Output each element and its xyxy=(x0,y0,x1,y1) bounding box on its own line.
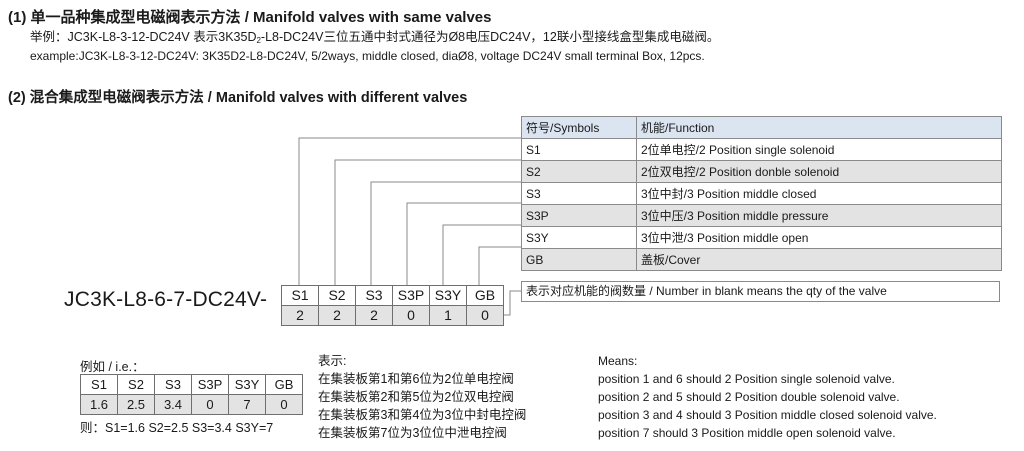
symbol-cell-s3: S3 xyxy=(521,182,637,205)
header-symbols: 符号/Symbols xyxy=(521,116,637,139)
code-symbol-1: S2 xyxy=(318,285,356,306)
code-value-3: 0 xyxy=(392,305,430,326)
connector-gb xyxy=(478,246,521,285)
example-value-row: 1.6 2.5 3.4 0 7 0 xyxy=(80,394,303,415)
section-2-number: (2) xyxy=(8,90,26,106)
model-code-prefix: JC3K-L8-6-7-DC24V- xyxy=(64,288,268,311)
section-1-title-cn: 单一品种集成型电磁阀表示方法 xyxy=(30,9,241,26)
en-column-line-4: position 7 should 3 Position middle open… xyxy=(598,426,896,440)
english-explanation-column: Means: position 1 and 6 should 2 Positio… xyxy=(598,352,937,442)
example-cn-subscript: 2 xyxy=(256,36,261,45)
example-table: S1 S2 S3 S3P S3Y GB 1.6 2.5 3.4 0 7 0 xyxy=(80,374,303,415)
table-row: S3P 3位中压/3 Position middle pressure xyxy=(521,204,1002,227)
cn-column-line-4: 在集装板第7位为3位位中泄电控阀 xyxy=(318,426,507,440)
table-row: S1 2位单电控/2 Position single solenoid xyxy=(521,138,1002,161)
code-symbol-2: S3 xyxy=(355,285,393,306)
section-1-title: (1) 单一品种集成型电磁阀表示方法 / Manifold valves wit… xyxy=(8,6,492,27)
function-cell-s3y: 3位中泄/3 Position middle open xyxy=(636,226,1002,249)
section-1-example-en: example:JC3K-L8-3-12-DC24V: 3K35D2-L8-DC… xyxy=(30,49,705,63)
example-value-4: 7 xyxy=(228,394,266,415)
connector-s3p xyxy=(406,202,521,285)
section-2-title-cn: 混合集成型电磁阀表示方法 xyxy=(29,90,204,106)
qty-note-box: 表示对应机能的阀数量 / Number in blank means the q… xyxy=(521,281,1000,302)
en-column-head: Means: xyxy=(598,354,638,368)
example-cn-tail: -L8-DC24V三位五通中封式通径为Ø8电压DC24V，12联小型接线盒型集成… xyxy=(260,30,720,44)
cn-column-line-2: 在集装板第2和第5位为2位双电控阀 xyxy=(318,390,514,404)
connector-s2 xyxy=(334,159,521,285)
example-symbol-0: S1 xyxy=(80,374,118,395)
example-symbol-4: S3Y xyxy=(228,374,266,395)
header-function: 机能/Function xyxy=(636,116,1002,139)
section-1-title-separator: / xyxy=(240,9,254,26)
section-1-number: (1) xyxy=(8,9,27,26)
symbols-function-table: 符号/Symbols 机能/Function S1 2位单电控/2 Positi… xyxy=(521,116,1002,271)
section-2-title: (2) 混合集成型电磁阀表示方法 / Manifold valves with … xyxy=(8,86,467,107)
cn-column-line-3: 在集装板第3和第4位为3位中封电控阀 xyxy=(318,408,527,422)
section-1-example-cn: 举例：JC3K-L8-3-12-DC24V 表示3K35D2-L8-DC24V三… xyxy=(30,30,719,46)
function-cell-s2: 2位双电控/2 Position donble solenoid xyxy=(636,160,1002,183)
section-1-title-en: Manifold valves with same valves xyxy=(253,9,492,26)
example-label: 例如 / i.e.： xyxy=(80,360,145,374)
code-value-0: 2 xyxy=(281,305,319,326)
function-cell-s1: 2位单电控/2 Position single solenoid xyxy=(636,138,1002,161)
en-column-line-1: position 1 and 6 should 2 Position singl… xyxy=(598,372,895,386)
section-2-title-en: Manifold valves with different valves xyxy=(215,90,468,106)
table-row: S3 3位中封/3 Position middle closed xyxy=(521,182,1002,205)
example-value-1: 2.5 xyxy=(117,394,155,415)
code-value-row: 2 2 2 0 1 0 xyxy=(281,305,504,326)
section-2-title-separator: / xyxy=(203,90,216,106)
example-value-5: 0 xyxy=(265,394,303,415)
symbol-cell-s3y: S3Y xyxy=(521,226,637,249)
example-value-3: 0 xyxy=(191,394,229,415)
example-value-2: 3.4 xyxy=(154,394,192,415)
example-symbol-2: S3 xyxy=(154,374,192,395)
code-value-5: 0 xyxy=(466,305,504,326)
code-value-4: 1 xyxy=(429,305,467,326)
chinese-explanation-column: 表示: 在集装板第1和第6位为2位单电控阀 在集装板第2和第5位为2位双电控阀 … xyxy=(318,352,526,442)
code-symbol-4: S3Y xyxy=(429,285,467,306)
connector-s3 xyxy=(370,181,521,285)
cn-column-line-1: 在集装板第1和第6位为2位单电控阀 xyxy=(318,372,514,386)
symbol-cell-s2: S2 xyxy=(521,160,637,183)
function-cell-s3p: 3位中压/3 Position middle pressure xyxy=(636,204,1002,227)
example-symbol-1: S2 xyxy=(117,374,155,395)
cn-column-head: 表示: xyxy=(318,354,347,368)
example-symbol-3: S3P xyxy=(191,374,229,395)
code-symbol-row: S1 S2 S3 S3P S3Y GB xyxy=(281,285,504,306)
symbol-cell-gb: GB xyxy=(521,248,637,271)
model-code-table: S1 S2 S3 S3P S3Y GB 2 2 2 0 1 0 xyxy=(281,285,504,326)
table-row: S3Y 3位中泄/3 Position middle open xyxy=(521,226,1002,249)
example-result-line: 则：S1=1.6 S2=2.5 S3=3.4 S3Y=7 xyxy=(80,421,274,435)
en-column-line-2: position 2 and 5 should 2 Position doubl… xyxy=(598,390,900,404)
function-cell-gb: 盖板/Cover xyxy=(636,248,1002,271)
table-header-row: 符号/Symbols 机能/Function xyxy=(521,116,1002,139)
example-symbol-5: GB xyxy=(265,374,303,395)
code-value-2: 2 xyxy=(355,305,393,326)
code-symbol-5: GB xyxy=(466,285,504,306)
en-column-line-3: position 3 and 4 should 3 Position middl… xyxy=(598,408,937,422)
code-value-1: 2 xyxy=(318,305,356,326)
code-symbol-0: S1 xyxy=(281,285,319,306)
example-cn-head: 举例：JC3K-L8-3-12-DC24V 表示3K35D xyxy=(30,30,257,44)
example-symbol-row: S1 S2 S3 S3P S3Y GB xyxy=(80,374,303,395)
symbol-cell-s1: S1 xyxy=(521,138,637,161)
table-row: GB 盖板/Cover xyxy=(521,248,1002,271)
example-value-0: 1.6 xyxy=(80,394,118,415)
code-symbol-3: S3P xyxy=(392,285,430,306)
connector-s3y xyxy=(442,224,521,285)
connector-s1 xyxy=(298,137,521,285)
table-row: S2 2位双电控/2 Position donble solenoid xyxy=(521,160,1002,183)
function-cell-s3: 3位中封/3 Position middle closed xyxy=(636,182,1002,205)
symbol-cell-s3p: S3P xyxy=(521,204,637,227)
